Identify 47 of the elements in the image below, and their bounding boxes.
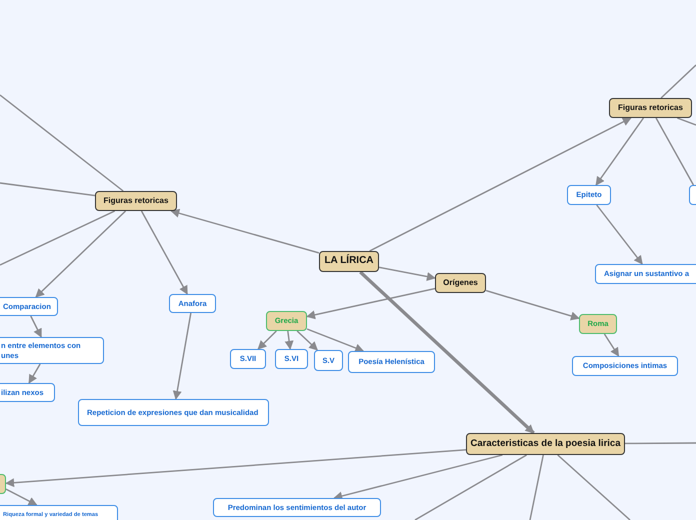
connector-arrow — [604, 334, 620, 357]
idea-box — [0, 505, 118, 520]
idea-box — [0, 337, 104, 364]
connector-arrow — [596, 118, 644, 186]
node-label: LA LÍRICA — [324, 255, 374, 268]
idea-box — [0, 383, 55, 402]
connector-arrow — [306, 328, 364, 352]
connector-arrow — [258, 330, 277, 350]
connector-arrow — [28, 364, 41, 384]
idea-box — [314, 350, 343, 371]
connector-arrow — [6, 488, 38, 506]
connector-arrow — [140, 210, 188, 295]
topic-box — [435, 273, 486, 293]
topic-box — [609, 98, 692, 118]
connector-arrow — [170, 208, 320, 254]
connector-arrow — [30, 316, 42, 338]
node-label: Caracteristicas de la poesia lirica — [470, 438, 620, 450]
connector-arrow — [486, 290, 580, 320]
node-label: Figuras retoricas — [618, 103, 683, 113]
connector-arrow — [296, 330, 318, 351]
connector-arrow — [284, 330, 294, 350]
idea-box — [78, 399, 269, 426]
connector-arrow — [333, 454, 503, 500]
topic-box — [466, 433, 625, 455]
idea-box — [567, 185, 611, 205]
node-label: Orígenes — [443, 278, 478, 288]
idea-box — [0, 297, 58, 316]
idea-box — [572, 356, 678, 376]
topic-box — [319, 251, 379, 272]
topic-box — [95, 191, 177, 211]
idea-box — [169, 294, 216, 313]
connector-arrow — [172, 312, 192, 400]
connector-arrow — [359, 270, 535, 434]
idea-box — [595, 264, 696, 284]
idea-box — [230, 349, 266, 369]
idea-box — [213, 498, 381, 517]
connector-arrow — [596, 204, 643, 265]
connector-arrow — [35, 210, 126, 298]
connector-arrow — [378, 266, 436, 281]
idea-box — [275, 349, 308, 369]
connector-arrow — [5, 449, 466, 488]
subtopic-box — [266, 311, 307, 331]
subtopic-box — [579, 314, 617, 334]
node-label: Figuras retoricas — [104, 196, 168, 206]
connector-arrow — [369, 117, 632, 252]
idea-box — [348, 351, 435, 373]
connector-arrow — [306, 288, 436, 320]
